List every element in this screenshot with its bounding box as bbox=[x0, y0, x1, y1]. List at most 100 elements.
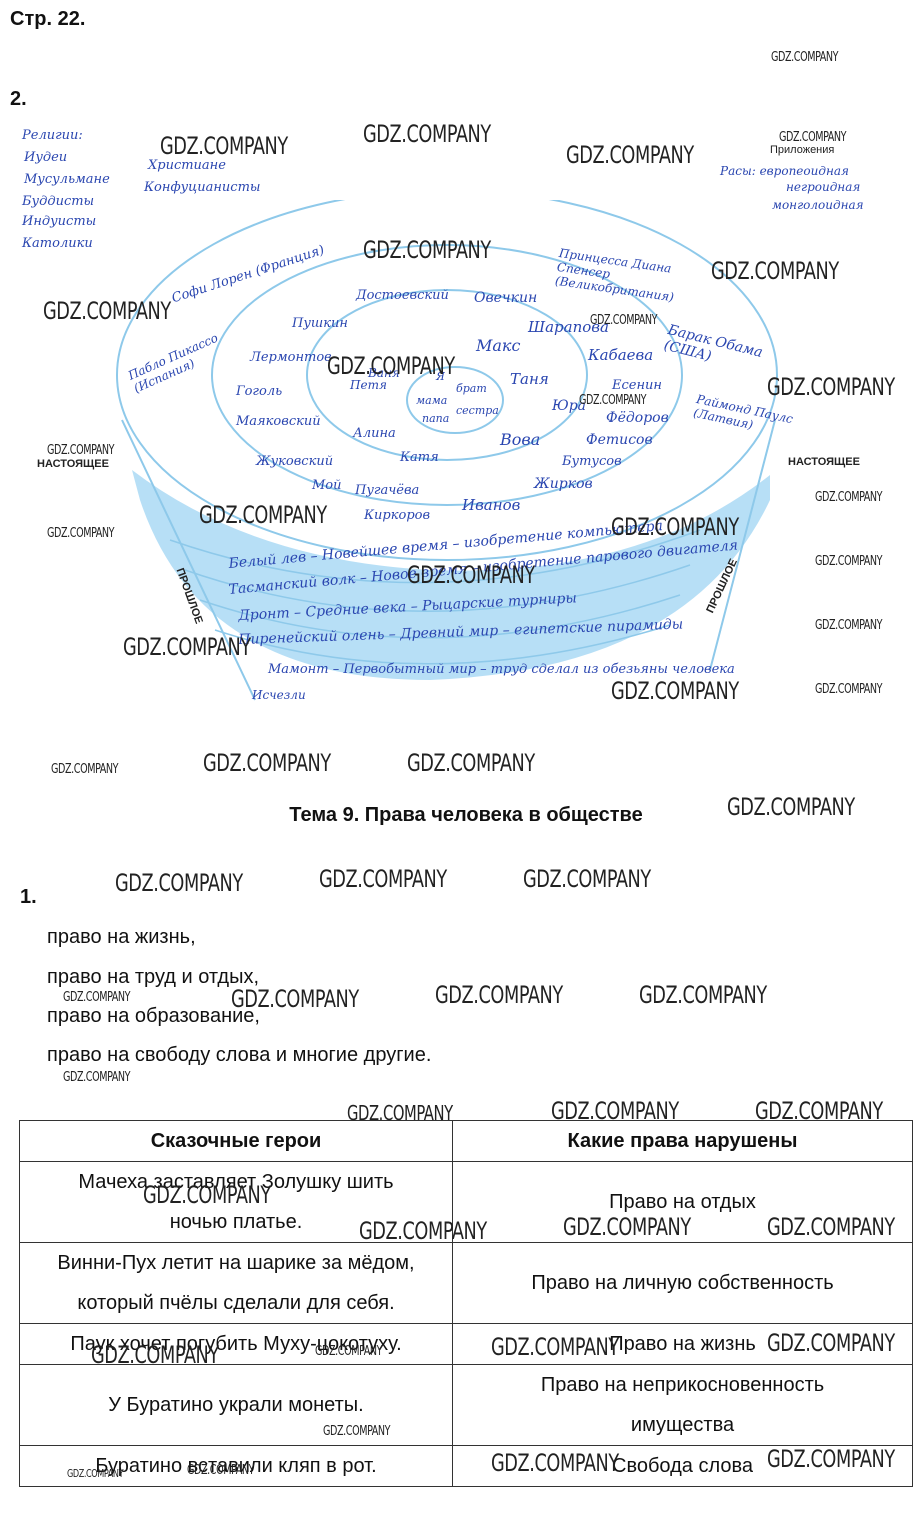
watermark: GDZ.COMPANY bbox=[767, 1329, 895, 1357]
watermark: GDZ.COMPANY bbox=[639, 981, 767, 1009]
ring3-8: Бутусов bbox=[562, 454, 622, 469]
watermark: GDZ.COMPANY bbox=[779, 130, 847, 145]
past-line-3 bbox=[199, 594, 681, 639]
watermark: GDZ.COMPANY bbox=[203, 749, 331, 777]
ring2-3: Таня bbox=[510, 370, 549, 388]
ring3-5: Есенин bbox=[612, 378, 662, 393]
watermark: GDZ.COMPANY bbox=[755, 1097, 883, 1125]
outer-ring bbox=[116, 200, 778, 561]
right-item: право на свободу слова и многие другие. bbox=[47, 1044, 432, 1066]
watermark: GDZ.COMPANY bbox=[727, 793, 855, 821]
ring2-0: Ваня bbox=[368, 366, 400, 380]
right-item: право на образование, bbox=[47, 1005, 260, 1027]
watermark: GDZ.COMPANY bbox=[407, 749, 535, 777]
center-ring bbox=[406, 366, 504, 434]
watermark: GDZ.COMPANY bbox=[115, 869, 243, 897]
ring3-0: Пушкин bbox=[292, 316, 348, 331]
table-row: Винни-Пух летит на шарике за мёдом,котор… bbox=[19, 1242, 913, 1324]
watermark: GDZ.COMPANY bbox=[767, 1445, 895, 1473]
religions-extra-0: Христиане bbox=[148, 158, 226, 173]
watermark: GDZ.COMPANY bbox=[611, 513, 739, 541]
ring2-6: Катя bbox=[400, 450, 439, 465]
watermark: GDZ.COMPANY bbox=[566, 141, 694, 169]
header-rights: Какие права нарушены bbox=[452, 1120, 913, 1162]
right-item: право на жизнь, bbox=[47, 926, 196, 948]
watermark: GDZ.COMPANY bbox=[579, 393, 647, 408]
label-present-right: НАСТОЯЩЕЕ bbox=[788, 456, 860, 468]
right-cell: Право на жизнь bbox=[452, 1323, 913, 1365]
center-2: папа bbox=[422, 412, 450, 425]
watermark: GDZ.COMPANY bbox=[143, 1181, 271, 1209]
hero-cell: У Буратино украли монеты. bbox=[19, 1364, 453, 1446]
watermark: GDZ.COMPANY bbox=[407, 561, 535, 589]
past-right-edge bbox=[709, 419, 776, 671]
rings-diagram bbox=[116, 200, 778, 701]
religions-2: Мусульмане bbox=[24, 172, 110, 187]
center-0: Я bbox=[436, 370, 445, 383]
ring-2 bbox=[306, 289, 588, 461]
watermark: GDZ.COMPANY bbox=[187, 1463, 255, 1478]
religions-4: Индуисты bbox=[22, 214, 97, 229]
ring3-15: Кабаева bbox=[588, 346, 654, 364]
ring2-7: Вова bbox=[500, 430, 541, 449]
watermark: GDZ.COMPANY bbox=[363, 120, 491, 148]
religions-5: Католики bbox=[22, 236, 93, 251]
watermark: GDZ.COMPANY bbox=[551, 1097, 679, 1125]
past-band bbox=[132, 470, 770, 680]
watermark: GDZ.COMPANY bbox=[767, 1213, 895, 1241]
ring-3 bbox=[211, 244, 683, 506]
past-bottom: Исчезли bbox=[252, 688, 306, 702]
ring3-12: Иванов bbox=[462, 496, 521, 514]
past-line-4 bbox=[214, 624, 671, 665]
past-row-4: Мамонт – Первобытный мир – труд сделал и… bbox=[268, 662, 735, 677]
right-item: право на труд и отдых, bbox=[47, 966, 260, 988]
watermark: GDZ.COMPANY bbox=[435, 981, 563, 1009]
ring3-16: Достоевский bbox=[356, 288, 449, 303]
past-left-edge bbox=[121, 419, 256, 701]
table-header-row: Сказочные герои Какие права нарушены bbox=[19, 1120, 913, 1162]
topic-title: Тема 9. Права человека в обществе bbox=[289, 804, 643, 826]
watermark: GDZ.COMPANY bbox=[359, 1217, 487, 1245]
right-cell: Право на личную собственность bbox=[452, 1242, 913, 1324]
watermark: GDZ.COMPANY bbox=[319, 865, 447, 893]
watermark: GDZ.COMPANY bbox=[347, 1101, 453, 1125]
watermark: GDZ.COMPANY bbox=[63, 990, 131, 1005]
watermark: GDZ.COMPANY bbox=[771, 50, 839, 65]
watermark: GDZ.COMPANY bbox=[67, 1467, 124, 1480]
ring3-1: Лермонтов bbox=[250, 350, 332, 365]
watermark: GDZ.COMPANY bbox=[63, 1070, 131, 1085]
heroes-table: Сказочные герои Какие права нарушены Мач… bbox=[19, 1120, 913, 1487]
watermark: GDZ.COMPANY bbox=[123, 633, 251, 661]
watermark: GDZ.COMPANY bbox=[160, 132, 288, 160]
watermark: GDZ.COMPANY bbox=[231, 985, 359, 1013]
right-cell: Право на отдых bbox=[452, 1161, 913, 1243]
table-row: Паук хочет погубить Муху-цокотуху. Право… bbox=[19, 1323, 913, 1365]
center-4: сестра bbox=[456, 404, 499, 417]
table-row: Буратино вставили кляп в рот. Свобода сл… bbox=[19, 1445, 913, 1487]
center-3: брат bbox=[456, 382, 487, 395]
watermark: GDZ.COMPANY bbox=[590, 313, 658, 328]
past-line-1 bbox=[169, 529, 701, 584]
center-1: мама bbox=[416, 394, 448, 407]
watermark: GDZ.COMPANY bbox=[563, 1213, 691, 1241]
watermark: GDZ.COMPANY bbox=[199, 501, 327, 529]
ring3-13: Жирков bbox=[534, 476, 593, 492]
ring3-6: Фёдоров bbox=[606, 410, 669, 426]
watermark: GDZ.COMPANY bbox=[523, 865, 651, 893]
watermark: GDZ.COMPANY bbox=[323, 1424, 391, 1439]
ring3-9: Мой bbox=[312, 478, 342, 493]
ring3-10: Пугачёва bbox=[355, 483, 420, 498]
ring3-2: Гоголь bbox=[236, 384, 283, 399]
past-line-2 bbox=[184, 564, 691, 613]
watermark: GDZ.COMPANY bbox=[611, 677, 739, 705]
watermark: GDZ.COMPANY bbox=[91, 1341, 219, 1369]
watermark: GDZ.COMPANY bbox=[491, 1333, 619, 1361]
races-2: монголоидная bbox=[772, 198, 864, 212]
watermark: GDZ.COMPANY bbox=[767, 373, 895, 401]
header-heroes: Сказочные герои bbox=[19, 1120, 453, 1162]
label-present-left: НАСТОЯЩЕЕ bbox=[37, 458, 109, 470]
ring3-7: Фетисов bbox=[586, 432, 653, 448]
hero-cell: Паук хочет погубить Муху-цокотуху. bbox=[19, 1323, 453, 1365]
